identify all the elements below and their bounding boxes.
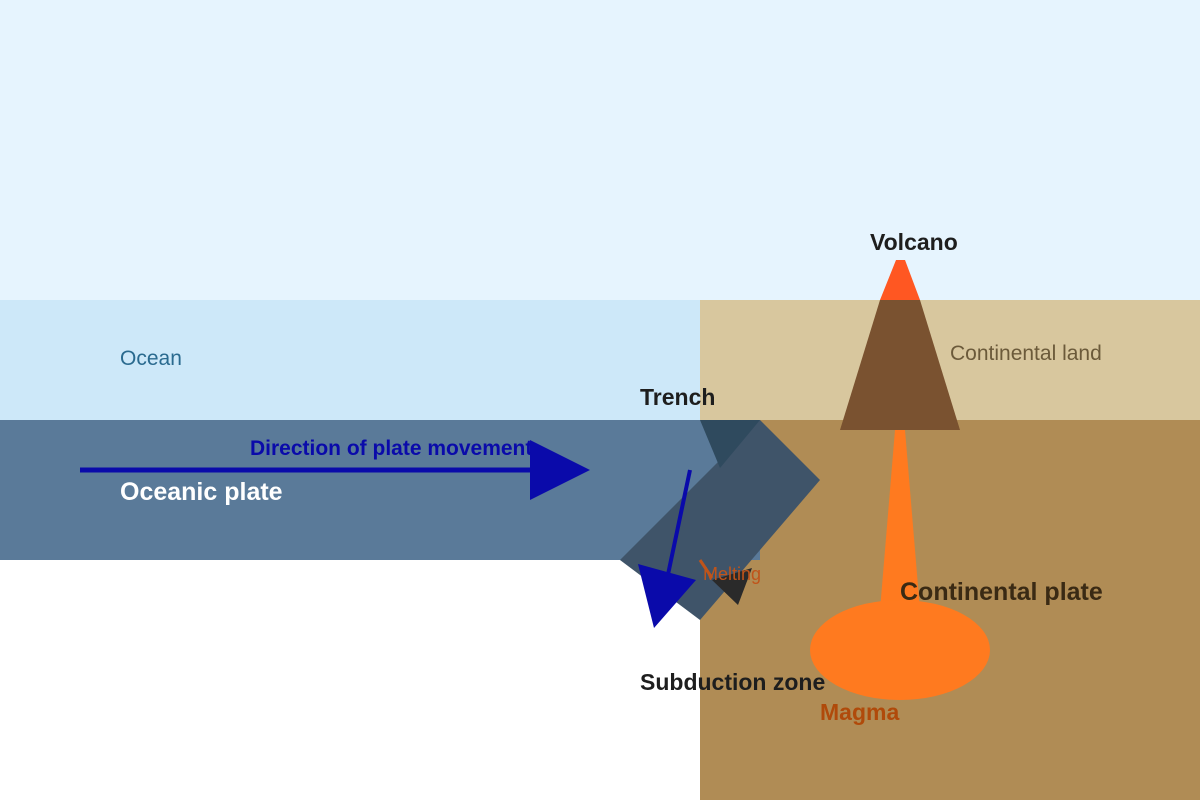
trench-label: Trench — [640, 384, 715, 410]
volcano-label: Volcano — [870, 229, 958, 255]
ocean-water — [0, 300, 700, 420]
subduction-arrow-head — [638, 564, 696, 628]
oceanic-plate — [0, 420, 760, 560]
volcano-tip — [880, 260, 920, 300]
continental-plate-label: Continental plate — [900, 578, 1103, 606]
volcano-cone — [840, 300, 960, 430]
subduction-zone-label: Subduction zone — [640, 669, 825, 695]
melting-arrow-shaft — [698, 559, 714, 579]
magma-label: Magma — [820, 699, 899, 725]
direction-label: Direction of plate movement — [250, 437, 532, 460]
continental-land-label: Continental land — [950, 342, 1102, 365]
melting-label: Melting — [703, 564, 761, 584]
magma-conduit — [880, 430, 920, 610]
sky-background — [0, 0, 1200, 300]
ocean-label: Ocean — [120, 347, 182, 370]
plate-movement-arrow-head — [530, 440, 590, 500]
melting-arrow-head — [712, 568, 752, 605]
magma-chamber — [810, 600, 990, 700]
subduction-arrow-shaft — [664, 469, 692, 585]
trench — [700, 420, 760, 468]
oceanic-plate-label: Oceanic plate — [120, 478, 283, 506]
